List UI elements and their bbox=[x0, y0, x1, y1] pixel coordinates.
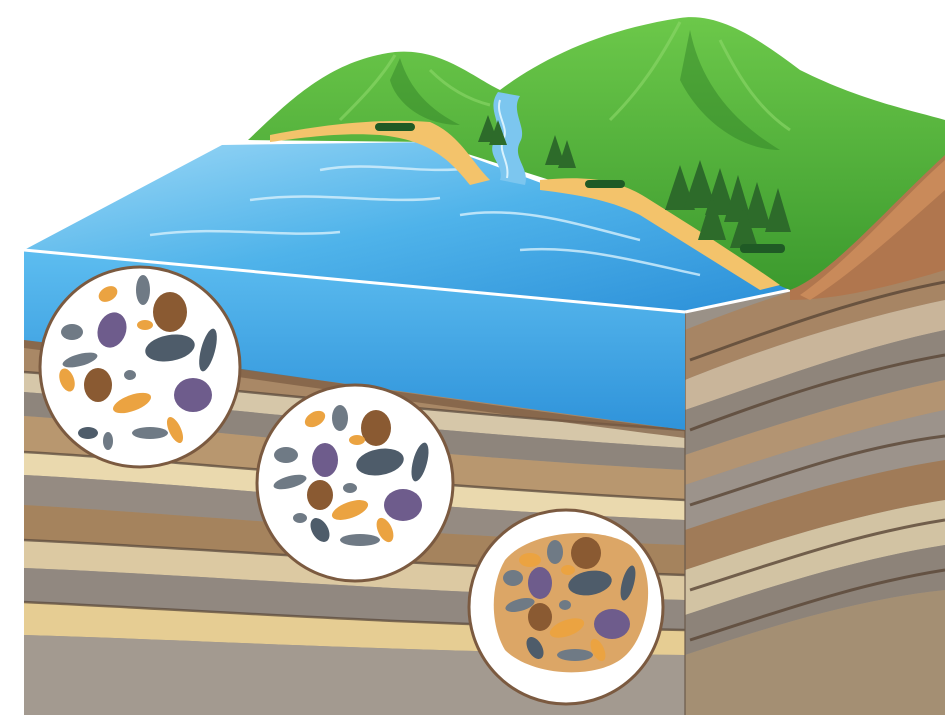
cemented-rock-detail bbox=[467, 508, 665, 706]
compacting-sediment-detail bbox=[255, 383, 455, 583]
pine-trees bbox=[375, 115, 791, 253]
loose-sediment-detail bbox=[38, 265, 242, 469]
sandy-shore bbox=[270, 120, 780, 290]
